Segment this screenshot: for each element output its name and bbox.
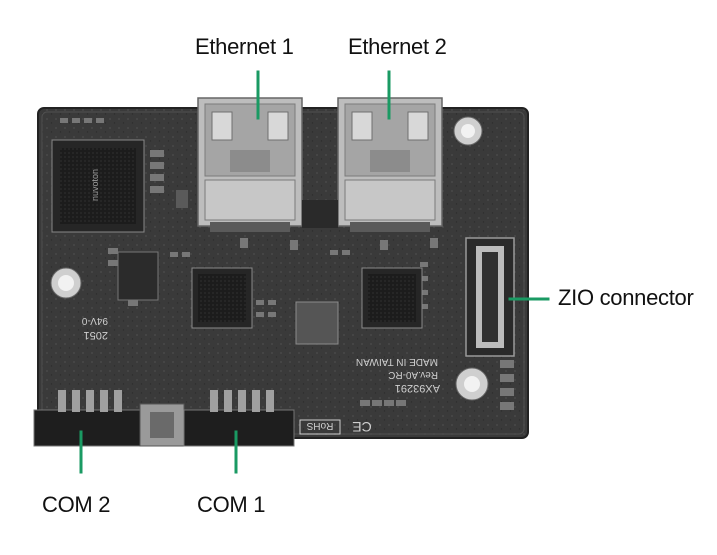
ethernet1-label: Ethernet 1 — [195, 34, 294, 59]
main-controller-chip: nuvoton — [51, 139, 145, 233]
small-chip — [295, 301, 339, 345]
com1-header — [183, 390, 295, 447]
zio-connector-label: ZIO connector — [558, 285, 694, 310]
com-gap-connector — [139, 403, 185, 447]
leader-lines — [79, 70, 550, 474]
com1-label: COM 1 — [197, 492, 266, 517]
board-rohs-text: RoHS — [306, 420, 333, 431]
jack-gap-shadow — [302, 200, 338, 228]
phy-chip-2 — [361, 267, 423, 329]
chip-brand-text: nuvoton — [90, 169, 100, 201]
board-revision-text: Rev.A0-RC — [388, 369, 438, 380]
small-components — [60, 118, 514, 410]
phy-chip-1 — [191, 267, 253, 329]
regulator-chip — [117, 251, 159, 301]
ethernet2-label: Ethernet 2 — [348, 34, 447, 59]
zio-connector — [465, 237, 515, 357]
com2-label: COM 2 — [42, 492, 111, 517]
ethernet-jack-1 — [197, 97, 303, 232]
board-ce-text: CE — [352, 419, 371, 435]
board-origin-text: MADE IN TAIWAN — [356, 356, 438, 367]
board-markings: 2051 94V-0 AX93291 Rev.A0-RC MADE IN TAI… — [81, 315, 440, 435]
com2-header — [33, 390, 141, 447]
board-rating-text: 94V-0 — [81, 315, 108, 326]
mounting-holes — [50, 116, 489, 401]
board-model-text: AX93291 — [395, 382, 440, 394]
board-code-text: 2051 — [84, 329, 108, 341]
